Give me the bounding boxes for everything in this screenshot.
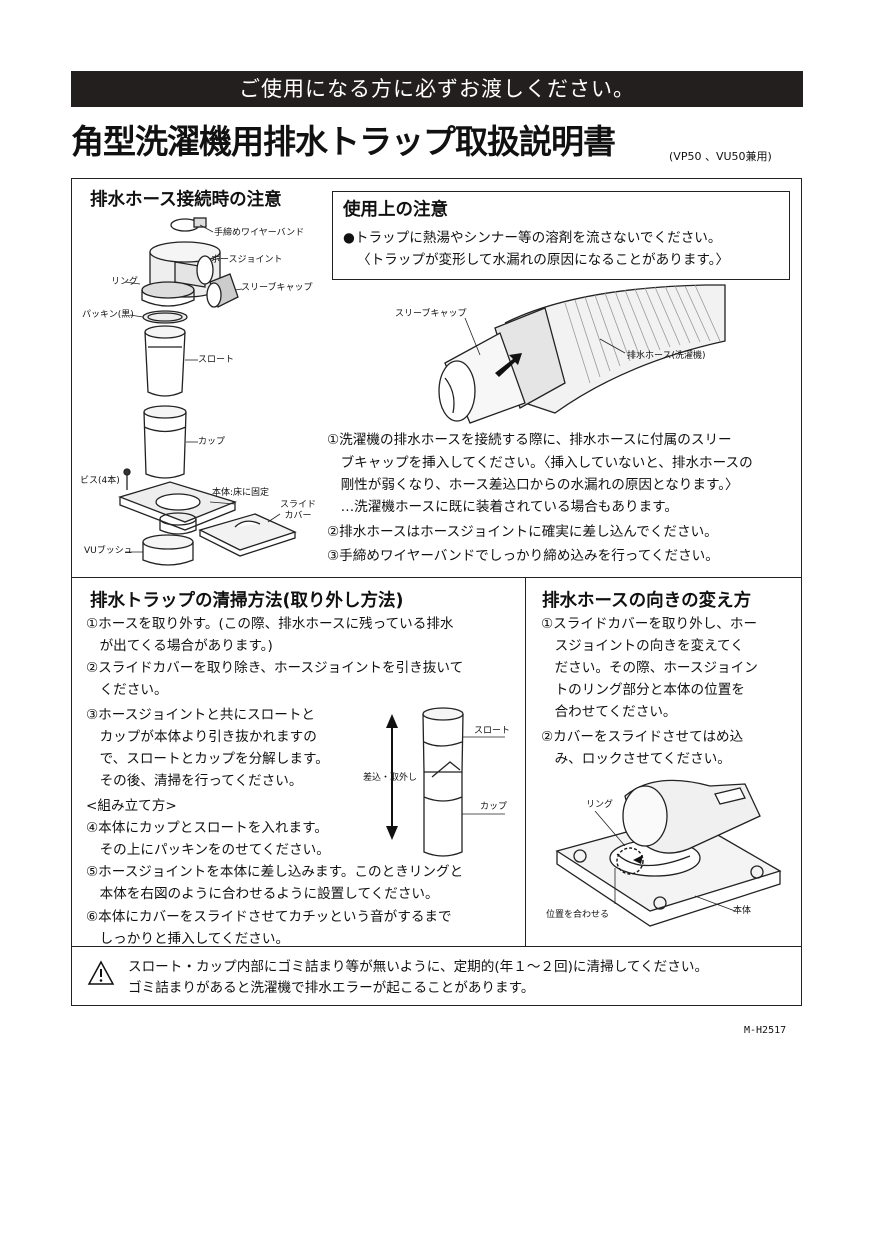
direction-line: ださい。その際、ホースジョイン: [541, 660, 758, 676]
direction-line: み、ロックさせてください。: [541, 751, 731, 767]
warning-line: ゴミ詰まりがあると洗濯機で排水エラーが起こることがあります。: [128, 980, 535, 996]
cleaning-line: ⑥本体にカバーをスライドさせてカチッという音がするまで: [86, 909, 452, 925]
cleaning-line: <組み立て方>: [86, 798, 177, 814]
cleaning-line: ②スライドカバーを取り除き、ホースジョイントを引き抜いて: [86, 660, 464, 676]
cleaning-line: ⑤ホースジョイントを本体に差し込みます。このときリングと: [86, 864, 464, 880]
direction-illustration: [555, 779, 782, 927]
warning-divider-right: [525, 946, 802, 947]
hose-step-line: …洗濯機ホースに既に装着されている場合もあります。: [327, 499, 678, 515]
content-frame: [71, 178, 802, 1006]
direction-fig-label-align: 位置を合わせる: [546, 910, 610, 920]
cleaning-line: その上にパッキンをのせてください。: [86, 842, 330, 858]
hose-connect-heading: 排水ホース接続時の注意: [90, 190, 282, 210]
cleaning-fig-label-arrow: 差込・取外し: [363, 773, 418, 783]
part-label-packing: パッキン(黒): [82, 310, 134, 320]
warning-divider-top: [71, 946, 802, 947]
cleaning-line: ③ホースジョイントと共にスロートと: [86, 707, 316, 723]
hose-step-line: ブキャップを挿入してください。〈挿入していないと、排水ホースの: [327, 455, 753, 471]
hose-fig-label-sleeve-cap: スリーブキャップ: [395, 309, 467, 319]
cleaning-line: ④本体にカップとスロートを入れます。: [86, 820, 328, 836]
direction-heading: 排水ホースの向きの変え方: [542, 591, 752, 611]
part-label-wire-band: 手締めワイヤーバンド: [214, 228, 305, 238]
hose-sleeve-illustration: [438, 284, 726, 424]
cleaning-line: ①ホースを取り外す。(この際、排水ホースに残っている排水: [86, 616, 454, 632]
part-label-body: 本体:床に固定: [212, 488, 270, 498]
direction-line: トのリング部分と本体の位置を: [541, 682, 745, 698]
cleaning-fig-label-cup: カップ: [480, 802, 508, 812]
column-divider: [525, 577, 526, 947]
cleaning-fig-label-throat: スロート: [474, 726, 511, 736]
part-label-sleeve-cap: スリーブキャップ: [241, 283, 313, 293]
part-label-ring: リング: [111, 277, 139, 287]
warning-line: スロート・カップ内部にゴミ詰まり等が無いように、定期的(年１～２回)に清掃してく…: [128, 959, 709, 975]
direction-fig-label-body: 本体: [733, 906, 752, 916]
part-label-cup: カップ: [198, 437, 226, 447]
hose-step-line: ③手締めワイヤーバンドでしっかり締め込みを行ってください。: [327, 548, 719, 564]
caution-heading: 使用上の注意: [343, 200, 448, 220]
direction-line: ①スライドカバーを取り外し、ホー: [541, 616, 758, 632]
direction-line: ②カバーをスライドさせてはめ込: [541, 729, 744, 745]
cleaning-line: ください。: [86, 682, 168, 698]
hose-step-line: 剛性が弱くなり、ホース差込口からの水漏れの原因となります。〉: [327, 477, 739, 493]
part-label-throat: スロート: [198, 355, 235, 365]
hose-step-line: ②排水ホースはホースジョイントに確実に差し込んでください。: [327, 524, 718, 540]
model-note: (VP50 、VU50兼用): [669, 150, 772, 163]
exploded-parts-illustration: [117, 217, 297, 566]
direction-fig-label-ring: リング: [586, 800, 614, 810]
part-label-screw: ビス(4本): [80, 476, 120, 486]
direction-line: 合わせてください。: [541, 704, 677, 720]
document-title: 角型洗濯機用排水トラップ取扱説明書: [71, 122, 616, 161]
cleaning-heading: 排水トラップの清掃方法(取り外し方法): [90, 591, 404, 611]
cleaning-line: しっかりと挿入してください。: [86, 931, 290, 947]
cleaning-line: その後、清掃を行ってください。: [86, 773, 303, 789]
part-label-slide-cover: スライド カバー: [280, 500, 317, 521]
cleaning-line: 本体を右図のように合わせるように設置してください。: [86, 886, 439, 902]
hose-fig-label-hose: 排水ホース(洗濯機): [627, 351, 706, 361]
part-label-hose-joint: ホースジョイント: [211, 255, 283, 265]
caution-line: ●トラップに熱湯やシンナー等の溶剤を流さないでください。: [343, 230, 722, 246]
usage-caution-box: [332, 191, 790, 280]
document-code: M-H2517: [744, 1025, 787, 1036]
header-banner: ご使用になる方に必ずお渡しください。: [71, 71, 803, 107]
cleaning-line: で、スロートとカップを分解します。: [86, 751, 329, 767]
cleaning-line: が出てくる場合があります。): [86, 638, 273, 654]
hose-step-line: ①洗濯機の排水ホースを接続する際に、排水ホースに付属のスリー: [327, 432, 732, 448]
throat-cup-illustration: [386, 707, 505, 857]
cleaning-line: カップが本体より引き抜かれますの: [86, 729, 317, 745]
caution-line: 〈トラップが変形して水漏れの原因になることがあります。〉: [357, 252, 730, 268]
direction-line: スジョイントの向きを変えてく: [541, 638, 744, 654]
warning-triangle-icon: [87, 960, 115, 985]
part-label-vu-bush: VUブッシュ: [84, 546, 133, 556]
section-divider: [71, 577, 802, 578]
